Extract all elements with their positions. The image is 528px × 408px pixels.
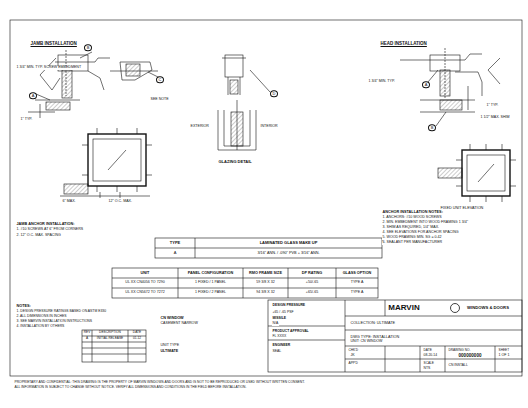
heading-text: ANCHOR INSTALLATION NOTES:: [382, 210, 443, 214]
heading-text: PRODUCT APPROVAL: [272, 330, 309, 334]
drawing-label: UNIT: CN WINDOW: [350, 340, 383, 344]
callout-letter: A: [29, 92, 37, 99]
table-cell: TYPE: [169, 241, 180, 245]
heading-text: CN WINDOW: [160, 316, 184, 320]
drawing-label: INTERIOR: [260, 125, 278, 129]
drawing-label: 2. ALL DIMENSIONS IN INCHES: [16, 315, 67, 319]
table-cell: +50/-65: [305, 281, 318, 285]
callout-letter: A: [422, 81, 430, 88]
table-cell: 1 FIXED / 1 PANEL: [194, 281, 226, 285]
table-cell: DESCRIPTION: [99, 331, 122, 335]
drawing-label: 2. MIN. EMBEDMENT INTO WOOD FRAMING 1 3/…: [382, 221, 468, 225]
drawing-label: 4. INSTALLATION BY OTHERS: [16, 325, 65, 329]
drawing-label: COLLECTION: ULTIMATE: [350, 321, 396, 325]
drawing-label: 1. #10 SCREWS AT 6" FROM CORNERS: [16, 228, 84, 232]
callout-letter: B: [84, 44, 92, 51]
drawing-label: APP'D: [348, 362, 358, 366]
drawing-label: 1 OF 1: [498, 354, 510, 358]
table-cell: RMO FRAME SIZE: [249, 271, 283, 275]
drawing-label: SEAL: [272, 350, 282, 354]
drawing-label: SCALE: [423, 362, 434, 366]
heading-text: JAMB ANCHOR INSTALLATION:: [16, 222, 75, 226]
drawing-label: ALL INFORMATION IS SUBJECT TO CHANGE WIT…: [14, 386, 247, 390]
drawing-label: 1 1/2" MAX. SHIM: [480, 116, 510, 120]
callout-letter: D: [270, 90, 278, 97]
drawing-label: SEE NOTE: [150, 98, 169, 102]
table-cell: 94 3/8 X 32: [256, 291, 275, 295]
heading-text: MISSILE: [272, 317, 287, 321]
table-cell: WINDOWS & DOORS: [467, 306, 510, 311]
drawing-label: UNIT TYPE: [160, 344, 180, 348]
table-cell: GLASS OPTION: [342, 271, 372, 275]
drawing-label: DWG TYPE: INSTALLATION: [350, 335, 400, 339]
table-cell: 000000000: [458, 353, 482, 358]
table-cell: REV: [83, 331, 91, 335]
drawing-label: 4. SEE ELEVATIONS FOR ANCHOR SPACING: [382, 231, 459, 235]
drawing-label: 5. WOOD FRAMING MIN. SG = 0.42: [382, 236, 442, 240]
table-cell: LAMINATED GLASS MAKE UP: [259, 241, 318, 245]
drawing-label: 6. SEALANT PER MANUFACTURER: [382, 241, 443, 245]
drawing-label: 1 3/4" MIN. TYP.: [368, 80, 395, 84]
drawing-label: 1" TYP.: [20, 118, 33, 122]
drawing-label: +65 / -65 PSF: [272, 311, 294, 315]
table-cell: A: [173, 251, 177, 255]
drawing-label: 3. SEE MARVIN INSTALLATION INSTRUCTIONS: [16, 320, 93, 324]
drawing-label: NTS: [423, 367, 431, 371]
drawing-label: 12" O.C. MAX.: [108, 200, 132, 204]
table-cell: TYPE A: [350, 281, 364, 285]
drawing-label: CN INSTALL: [448, 364, 468, 368]
table-cell: UNIT: [140, 271, 150, 275]
table-cell: DATE: [132, 331, 141, 335]
heading-text: ENGINEER: [272, 344, 291, 348]
drawing-label: CASEMENT NARROW: [160, 322, 198, 326]
heading-text: DESIGN PRESSURE: [272, 304, 306, 308]
table-cell: PANEL CONFIGURATION: [187, 271, 233, 275]
drawing-label: JK: [350, 354, 355, 358]
table-cell: 3/16" ANN. / .090" PVB + 3/16" ANN.: [257, 251, 320, 255]
callout-letter: C: [156, 76, 164, 83]
table-cell: UL XX CN5672 TO 7272: [125, 291, 165, 295]
table-cell: INITIAL RELEASE: [96, 337, 123, 341]
drawing-label: 1. ANCHORS: #10 WOOD SCREWS: [382, 216, 442, 220]
drawing-label: DRAWING NO.: [448, 349, 471, 353]
drawing-label: SHEET: [498, 349, 510, 353]
table-cell: A: [85, 337, 88, 341]
drawing-label: 6" MAX.: [62, 200, 76, 204]
drawing-label: 1 3/4" MIN. TYP. SCREW EMBEDMENT: [16, 66, 82, 70]
drawing-label: FL XXXX: [272, 335, 287, 339]
heading-text: NOTES:: [16, 304, 31, 308]
table-cell: DP RATING: [301, 271, 323, 275]
drawing-label: 1" TYP.: [486, 104, 499, 108]
heading-text: ULTIMATE: [160, 350, 179, 354]
table-cell: 1 FIXED / 2 PANEL: [194, 291, 226, 295]
table-cell: UL XX CN4056 TO 7290: [125, 281, 165, 285]
drawing-label: EXTERIOR: [190, 125, 209, 129]
drawing-label: N/A: [272, 322, 279, 326]
drawing-label: 3. SHIM AS REQUIRED, 1/4" MAX.: [382, 226, 440, 230]
heading-text: JAMB INSTALLATION: [30, 42, 77, 47]
drawing-label: 08-20-14: [423, 354, 438, 358]
drawing-label: PROPRIETARY AND CONFIDENTIAL: THIS DRAWI…: [14, 381, 305, 385]
table-cell: MARVIN: [388, 304, 420, 313]
drawing-label: FIXED UNIT ELEVATION: [440, 206, 484, 210]
drawing-label: 1. DESIGN PRESSURE RATINGS BASED ON ASTM…: [16, 310, 107, 314]
table-cell: TYPE A: [350, 291, 364, 295]
table-cell: 59 3/8 X 32: [256, 281, 275, 285]
callout-letter: B: [428, 124, 436, 131]
drawing-label: CHK'D: [348, 349, 359, 353]
table-cell: 01.12: [133, 337, 142, 341]
heading-text: HEAD INSTALLATION: [380, 42, 427, 47]
heading-text: GLAZING DETAIL: [218, 160, 252, 164]
table-cell: +65/-65: [305, 291, 318, 295]
drawing-label: DATE: [423, 349, 432, 353]
drawing-label: 2. 12" O.C. MAX. SPACING: [16, 234, 61, 238]
